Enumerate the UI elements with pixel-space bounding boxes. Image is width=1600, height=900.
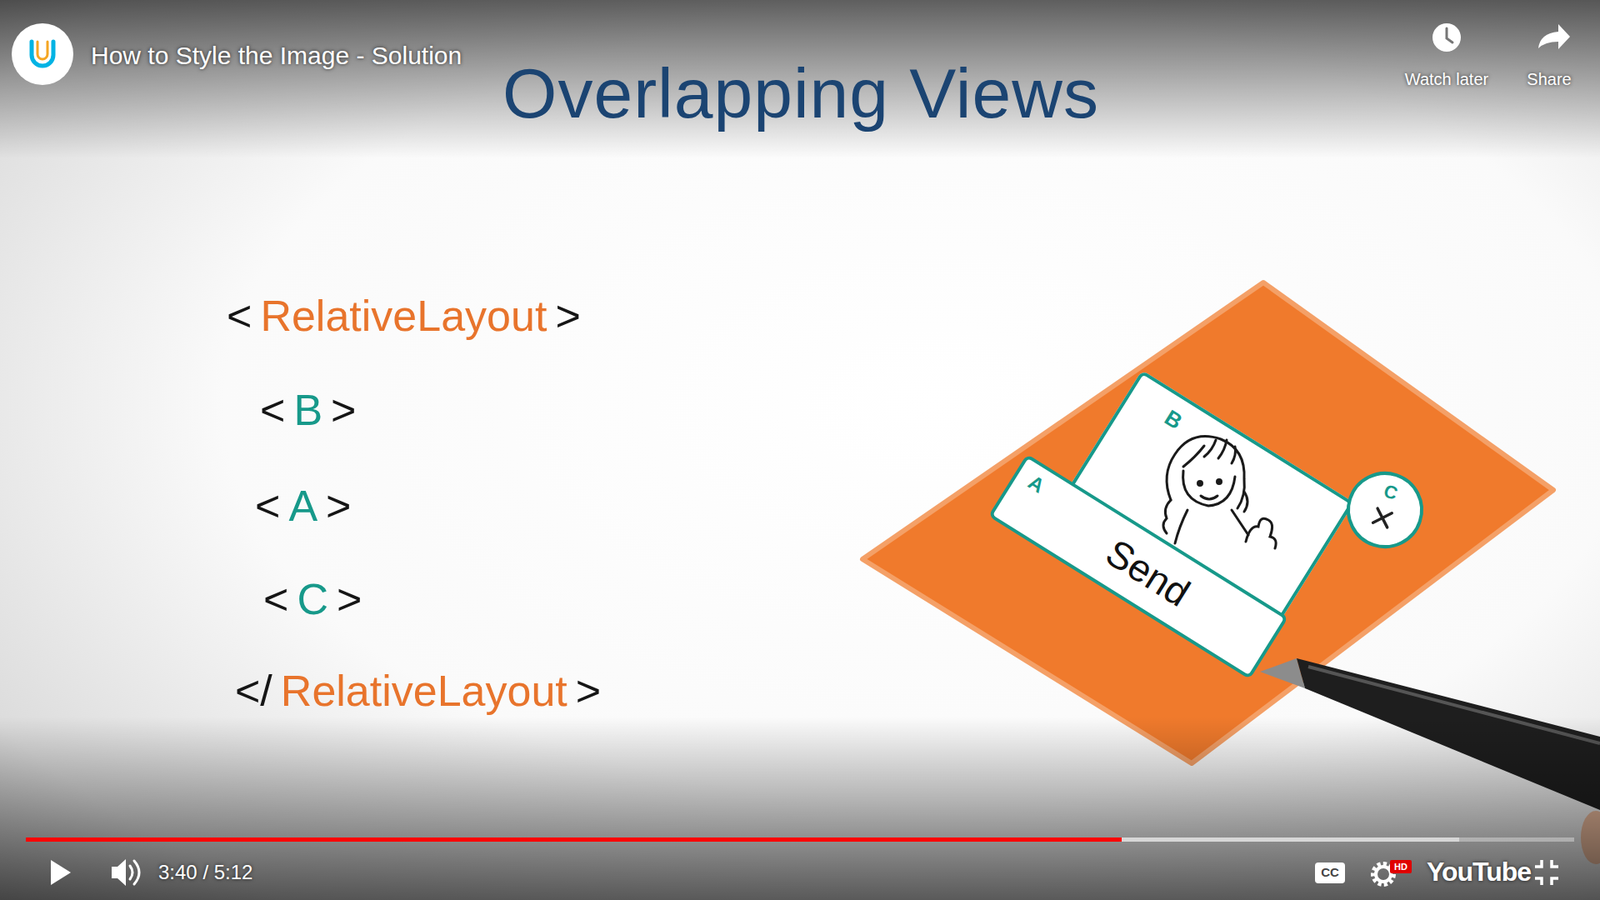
tag-part: >: [325, 481, 351, 530]
channel-logo: [11, 23, 74, 85]
share-icon: [1538, 24, 1570, 50]
exit-fullscreen-icon: [1535, 860, 1559, 885]
video-title: How to Style the Image - Solution: [90, 41, 462, 70]
play-icon: [50, 860, 71, 885]
label-slot: Share: [1526, 70, 1571, 89]
label-slot: YouTube: [1426, 857, 1531, 887]
button-view-box: ASend: [988, 454, 1289, 680]
tag-part: </: [235, 666, 273, 715]
button-caption: Watch later: [1405, 70, 1489, 89]
label-slot: Watch later: [1405, 70, 1489, 89]
tag-part: >: [555, 291, 580, 340]
top-shade: [0, 0, 1600, 159]
girl-face-illustration: [1163, 436, 1276, 549]
close-x-stroke: [1373, 508, 1393, 528]
hd-badge: [1390, 860, 1412, 874]
label-slot: <RelativeLayout>: [226, 292, 581, 340]
volume-icon: [111, 859, 140, 886]
tag-part: >: [330, 385, 356, 435]
xml-tag: <C>: [263, 575, 362, 624]
xml-tag: <B>: [260, 386, 356, 435]
label-slot: <C>: [263, 575, 362, 624]
tag-part: B: [293, 385, 323, 435]
tag-part: >: [575, 666, 601, 715]
label-slot: How to Style the Image - Solution: [90, 41, 462, 70]
tag-part: >: [336, 575, 362, 624]
close-button-circle: C: [1336, 461, 1434, 559]
button-caption: Share: [1526, 70, 1571, 89]
label-slot: HD: [1394, 861, 1408, 872]
view-letter: C: [1380, 480, 1400, 505]
tag-part: A: [288, 481, 318, 530]
tag-part: <: [226, 291, 252, 340]
close-x-icon: [1367, 503, 1397, 533]
diagram-title: Overlapping Views: [502, 55, 1100, 132]
xml-tag: </RelativeLayout>: [235, 667, 601, 715]
hd-label: HD: [1394, 861, 1408, 872]
captions-button: [1315, 862, 1345, 884]
captions-label: CC: [1320, 865, 1340, 880]
label-slot: </RelativeLayout>: [235, 667, 601, 715]
label-slot: <A>: [255, 482, 351, 530]
xml-tag: <A>: [255, 482, 351, 530]
tag-part: <: [263, 575, 289, 624]
tag-part: RelativeLayout: [280, 666, 568, 715]
view-letter: B: [1160, 405, 1187, 434]
tag-part: C: [296, 575, 329, 624]
label-slot: <B>: [260, 386, 356, 435]
watch-later-icon: [1432, 23, 1461, 52]
phone-screen: [862, 282, 1554, 764]
tag-part: <: [255, 481, 280, 530]
button-label: Send: [1035, 491, 1261, 655]
view-letter: A: [1024, 470, 1049, 498]
bottom-shade: [0, 716, 1600, 900]
label-slot: CC: [1320, 865, 1340, 880]
title-slot: Overlapping Views: [502, 55, 1100, 132]
progress-bar: [25, 837, 1575, 842]
youtube-logo-text: YouTube: [1426, 857, 1531, 887]
time-display: 3:40 / 5:12: [158, 861, 253, 884]
xml-tag: <RelativeLayout>: [226, 292, 581, 340]
tag-part: RelativeLayout: [260, 291, 547, 340]
label-slot: 3:40 / 5:12: [158, 861, 253, 884]
tag-part: <: [260, 385, 285, 435]
